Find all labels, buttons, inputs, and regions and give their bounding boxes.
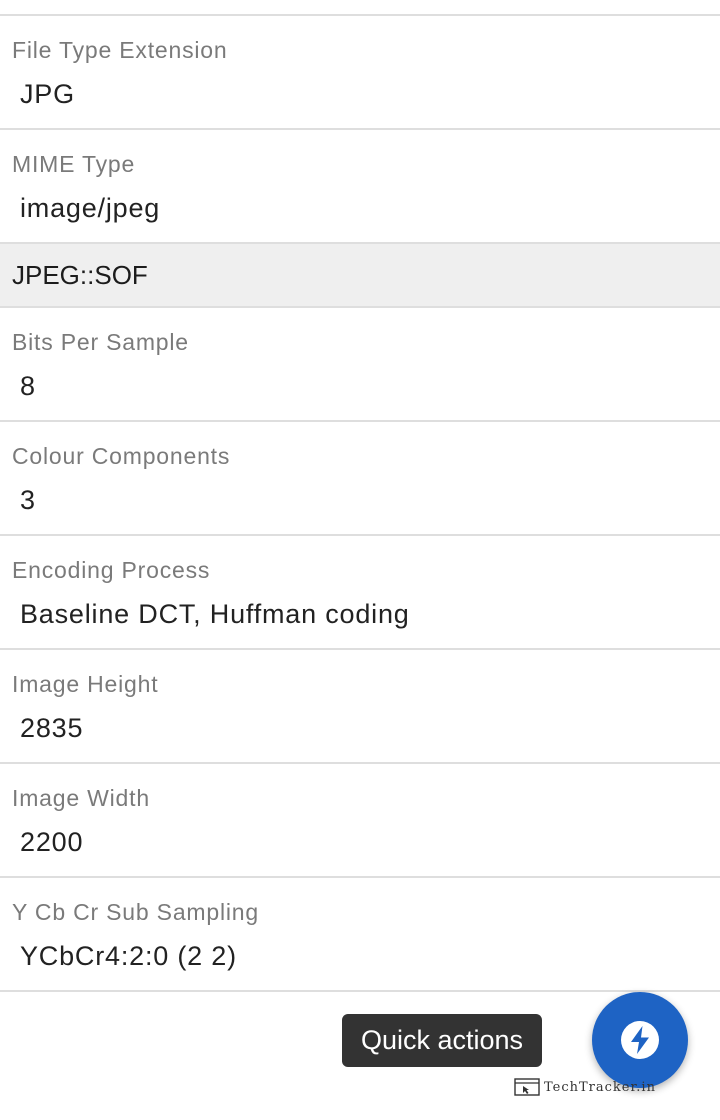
metadata-row-image-height[interactable]: Image Height 2835 xyxy=(0,650,720,764)
field-label: Image Height xyxy=(12,671,159,697)
field-label: Y Cb Cr Sub Sampling xyxy=(12,899,259,925)
field-value: 2200 xyxy=(20,827,84,857)
field-label: File Type Extension xyxy=(12,37,228,63)
metadata-row-file-type-extension[interactable]: File Type Extension JPG xyxy=(0,16,720,130)
watermark-text: TechTracker.in xyxy=(544,1079,656,1095)
field-label: Bits Per Sample xyxy=(12,329,189,355)
metadata-row-colour-components[interactable]: Colour Components 3 xyxy=(0,422,720,536)
field-value: 3 xyxy=(20,485,36,515)
field-value: 2835 xyxy=(20,713,84,743)
section-header-jpeg-sof: JPEG::SOF xyxy=(0,244,720,308)
field-value: 8 xyxy=(20,371,36,401)
field-value: Baseline DCT, Huffman coding xyxy=(20,599,410,629)
field-value: YCbCr4:2:0 (2 2) xyxy=(20,941,237,971)
field-label: Image Width xyxy=(12,785,150,811)
section-title: JPEG::SOF xyxy=(12,260,148,290)
field-label: MIME Type xyxy=(12,151,136,177)
watermark: TechTracker.in xyxy=(514,1076,656,1098)
metadata-row-mime-type[interactable]: MIME Type image/jpeg xyxy=(0,130,720,244)
quick-actions-button[interactable] xyxy=(592,992,688,1088)
metadata-row-bits-per-sample[interactable]: Bits Per Sample 8 xyxy=(0,308,720,422)
metadata-row-ycbcr-sub-sampling[interactable]: Y Cb Cr Sub Sampling YCbCr4:2:0 (2 2) xyxy=(0,878,720,992)
field-value: image/jpeg xyxy=(20,193,161,223)
field-label: Colour Components xyxy=(12,443,231,469)
divider xyxy=(0,14,720,16)
metadata-row-encoding-process[interactable]: Encoding Process Baseline DCT, Huffman c… xyxy=(0,536,720,650)
field-value: JPG xyxy=(20,79,75,109)
metadata-row-image-width[interactable]: Image Width 2200 xyxy=(0,764,720,878)
browser-cursor-icon xyxy=(514,1078,540,1096)
bolt-icon xyxy=(621,1021,659,1059)
metadata-list[interactable]: File Type Extension JPG MIME Type image/… xyxy=(0,16,720,992)
quick-actions-tooltip: Quick actions xyxy=(342,1014,542,1067)
field-label: Encoding Process xyxy=(12,557,211,583)
